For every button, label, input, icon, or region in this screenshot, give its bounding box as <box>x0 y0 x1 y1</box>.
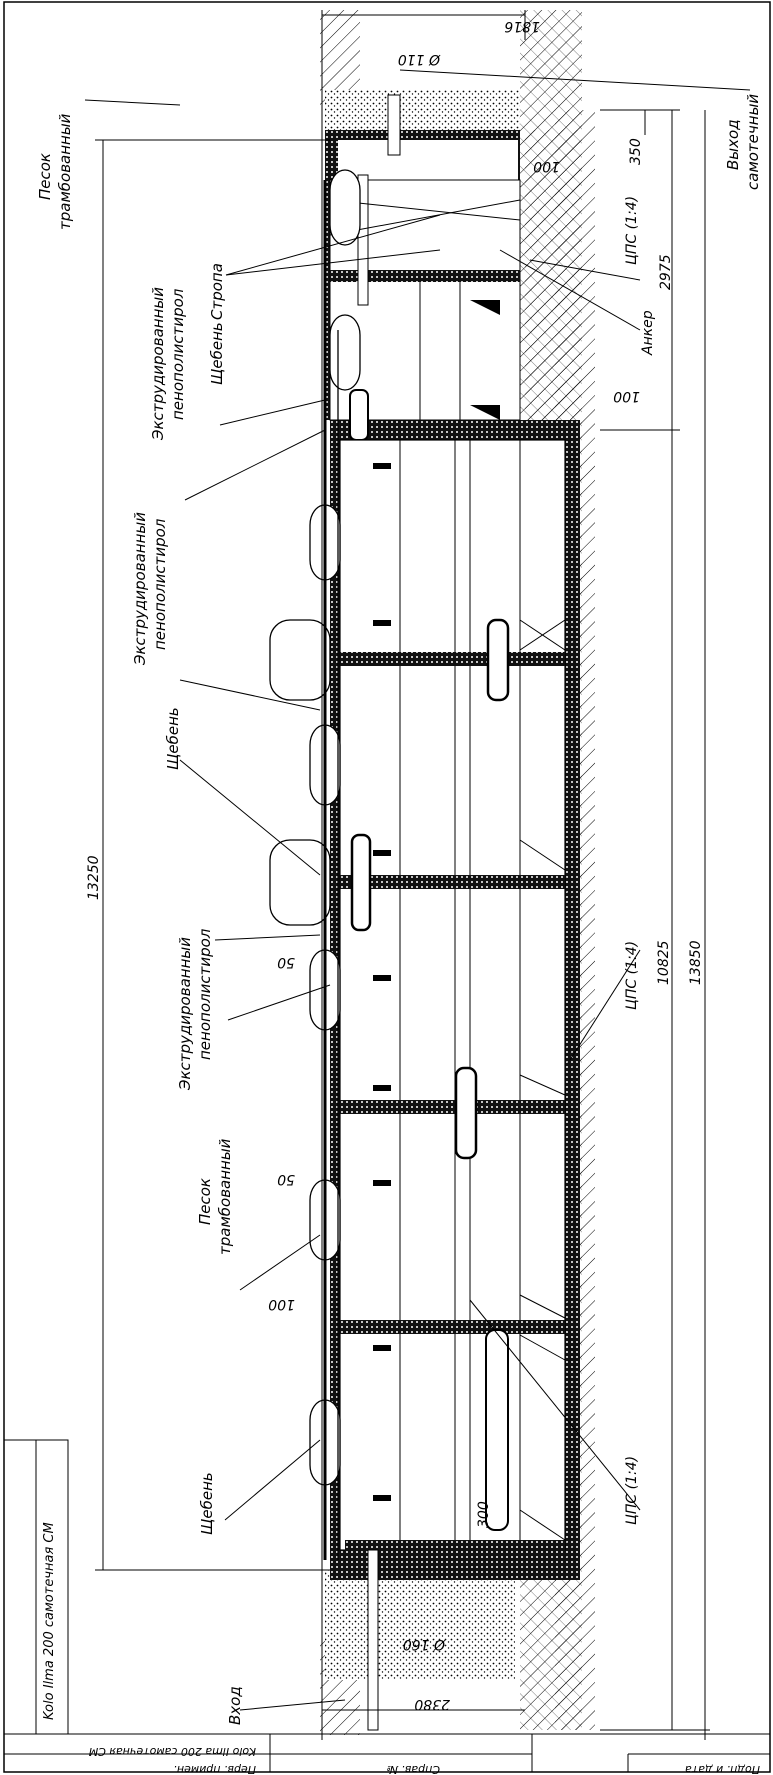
side-title: Kolo Ilma 200 самотечная СМ <box>42 1522 57 1720</box>
label-sheben-2: Щебень <box>164 707 182 770</box>
label-epps-2b: пенополистирол <box>151 518 169 650</box>
label-pesok-mid-2: трамбованный <box>216 1138 234 1255</box>
dim-100-a: 100 <box>533 158 560 174</box>
label-sheben-3: Щебень <box>198 1472 216 1535</box>
label-anker: Анкер <box>640 310 656 356</box>
labels: Песок трамбованный Выход самотечный ЦПС … <box>36 94 762 1725</box>
label-vhod: Вход <box>226 1686 244 1725</box>
stamp-sprav-no: Справ. № <box>386 1763 440 1775</box>
label-epps-1a: Экструдированный <box>149 287 167 441</box>
label-pesok-top-1: Песок <box>36 153 54 200</box>
label-vyhod-2: самотечный <box>744 94 762 190</box>
dim-50-b: 50 <box>277 1171 295 1187</box>
label-epps-3b: пенополистирол <box>196 928 214 1060</box>
label-cps-mid: ЦПС (1:4) <box>624 941 640 1010</box>
label-vyhod-1: Выход <box>724 119 742 170</box>
sheet-frame <box>3 1 771 1773</box>
dim-pipe-in: Ø 160 <box>403 1636 446 1652</box>
label-pesok-top-2: трамбованный <box>56 113 74 230</box>
dim-350: 350 <box>628 138 644 165</box>
dim-13250: 13250 <box>86 855 102 900</box>
label-epps-1b: пенополистирол <box>169 288 187 420</box>
dimension-values: 13250 10825 13850 2975 350 1816 2380 Ø 1… <box>86 18 704 1712</box>
stamp-podp-data: Подп. и дата <box>685 1763 760 1775</box>
dim-300: 300 <box>476 1501 492 1528</box>
dim-13850: 13850 <box>688 940 704 985</box>
side-title-box: Kolo Ilma 200 самотечная СМ <box>3 1439 69 1735</box>
upper-chamber <box>329 94 521 441</box>
dim-2380: 2380 <box>414 1696 450 1712</box>
dim-2975: 2975 <box>658 254 674 290</box>
label-strop: Стропа <box>208 263 226 320</box>
main-tank <box>339 439 566 1731</box>
dim-100-b: 100 <box>613 388 640 404</box>
title-block: Kolo Ilma 200 самотечная СМ Перв. примен… <box>4 1733 770 1775</box>
lids <box>269 169 361 1560</box>
leader-lines <box>84 69 751 1711</box>
sand-top <box>325 90 520 135</box>
dim-50-a: 50 <box>277 954 295 970</box>
dim-1816: 1816 <box>504 18 540 34</box>
dim-10825: 10825 <box>656 940 672 985</box>
stamp-perv-primen: Перв. примен. <box>173 1763 256 1775</box>
label-pesok-mid-1: Песок <box>196 1178 214 1225</box>
label-cps-bottom: ЦПС (1:4) <box>624 1456 640 1525</box>
label-epps-3a: Экструдированный <box>176 937 194 1091</box>
label-epps-2a: Экструдированный <box>131 512 149 666</box>
dimension-lines <box>95 10 710 1740</box>
sand-bottom <box>325 1570 515 1680</box>
dim-100-c: 100 <box>268 1296 295 1312</box>
label-sheben-1: Щебень <box>208 322 226 385</box>
dim-pipe-out: Ø 110 <box>398 51 441 67</box>
stamp-title: Kolo Ilma 200 самотечная СМ <box>88 1745 256 1758</box>
label-cps-top: ЦПС (1:4) <box>624 196 640 265</box>
